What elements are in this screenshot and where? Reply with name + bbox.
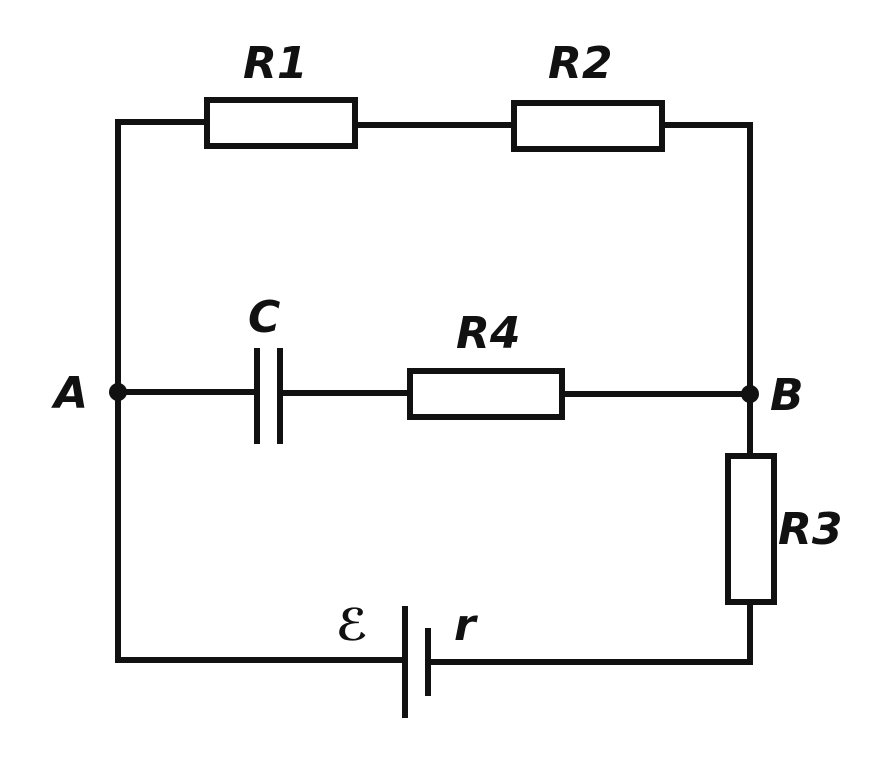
resistor-r4: [407, 368, 565, 420]
middle-branch-wire: [115, 389, 753, 397]
label-r4: R4: [456, 308, 521, 359]
label-internal-resistance: r: [454, 600, 478, 651]
resistor-r1: [204, 97, 358, 149]
resistor-r2: [511, 100, 665, 152]
label-emf: ℰ: [336, 600, 368, 651]
label-r2: R2: [548, 38, 613, 89]
right-branch-wire: [425, 391, 753, 665]
node-b-dot: [741, 385, 759, 403]
label-r3: R3: [778, 504, 843, 555]
label-r1: R1: [243, 38, 308, 89]
battery-emf-source: [402, 606, 431, 718]
label-node-b: B: [770, 370, 804, 421]
node-a-dot: [109, 383, 127, 401]
capacitor-c: [254, 348, 283, 444]
bottom-branch-wire: [115, 389, 407, 663]
label-node-a: A: [51, 368, 88, 419]
label-capacitor: C: [248, 292, 280, 343]
top-branch-wire: [115, 119, 753, 397]
resistor-r3: [725, 453, 777, 605]
